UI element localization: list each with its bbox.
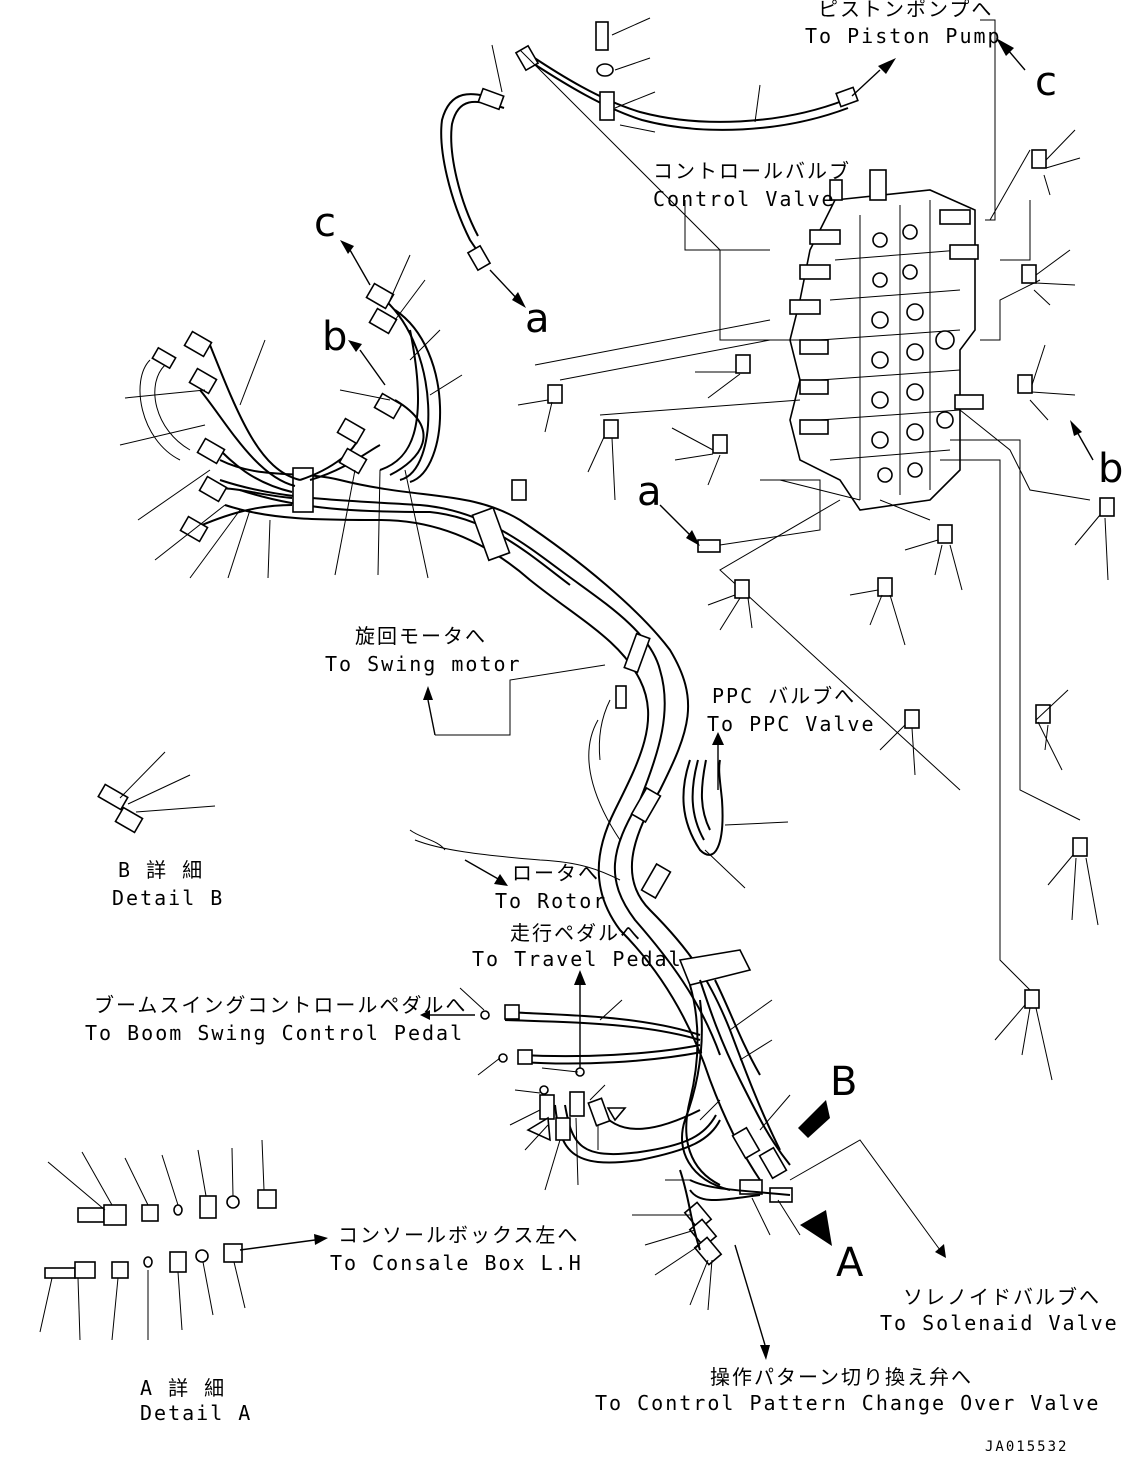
label-rotor-jp: ロータへ	[512, 861, 600, 885]
label-console-box-en: To Consale Box L.H	[330, 1251, 583, 1275]
label-solenoid-en: To Solenaid Valve	[880, 1311, 1119, 1335]
hose-to-a-top	[440, 44, 526, 308]
marker-c-top: c	[1035, 59, 1057, 105]
marker-b-left: b	[322, 314, 347, 360]
label-piston-pump-en: To Piston Pump	[805, 24, 1002, 48]
label-pattern-jp: 操作パターン切り換え弁へ	[710, 1365, 973, 1389]
label-detail-a-en: Detail A	[140, 1401, 252, 1425]
lower-fittings	[509, 999, 946, 1360]
label-piston-pump-jp: ピストンポンプへ	[818, 0, 993, 21]
ppc-hoses	[682, 732, 789, 889]
marker-a-top: a	[525, 296, 550, 342]
marker-c-left: c	[314, 200, 336, 246]
label-solenoid-jp: ソレノイドバルブへ	[903, 1285, 1101, 1309]
marker-b-right: b	[1098, 446, 1123, 492]
piston-pump-hose	[514, 17, 896, 133]
label-control-valve-en: Control Valve	[653, 187, 836, 211]
control-valve-block	[519, 19, 1091, 991]
label-ppc-valve-en: To PPC Valve	[707, 712, 876, 736]
leader-lines	[409, 664, 703, 1076]
left-branch-hoses	[119, 240, 463, 579]
label-ppc-valve-jp: PPC バルブへ	[712, 684, 856, 708]
label-detail-b-en: Detail B	[112, 886, 224, 910]
label-pattern-en: To Control Pattern Change Over Valve	[595, 1391, 1100, 1415]
drawing-number: JA015532	[985, 1439, 1068, 1455]
label-detail-b-jp: B 詳 細	[118, 858, 204, 882]
marker-view-a: A	[836, 1240, 864, 1286]
diagram-labels: ピストンポンプへ To Piston Pump コントロールバルブ Contro…	[85, 0, 1123, 1455]
marker-view-b: B	[830, 1059, 857, 1105]
label-swing-motor-jp: 旋回モータへ	[355, 624, 487, 648]
label-travel-pedal-en: To Travel Pedal	[472, 947, 683, 971]
label-swing-motor-en: To Swing motor	[325, 652, 522, 676]
valve-fittings	[517, 38, 1115, 1081]
label-boom-swing-jp: ブームスイングコントロールペダルへ	[94, 993, 467, 1017]
main-hose-bundle	[219, 459, 791, 1191]
marker-a-mid: a	[637, 469, 662, 515]
detail-b-drawing	[97, 751, 216, 834]
label-travel-pedal-jp: 走行ペダルへ	[510, 921, 642, 945]
label-rotor-en: To Rotor	[495, 889, 607, 913]
detail-a-drawing	[39, 1139, 328, 1341]
label-boom-swing-en: To Boom Swing Control Pedal	[85, 1021, 464, 1045]
label-control-valve-jp: コントロールバルブ	[653, 159, 851, 183]
label-detail-a-jp: A 詳 細	[140, 1376, 226, 1400]
label-console-box-jp: コンソールボックス左へ	[338, 1223, 579, 1247]
